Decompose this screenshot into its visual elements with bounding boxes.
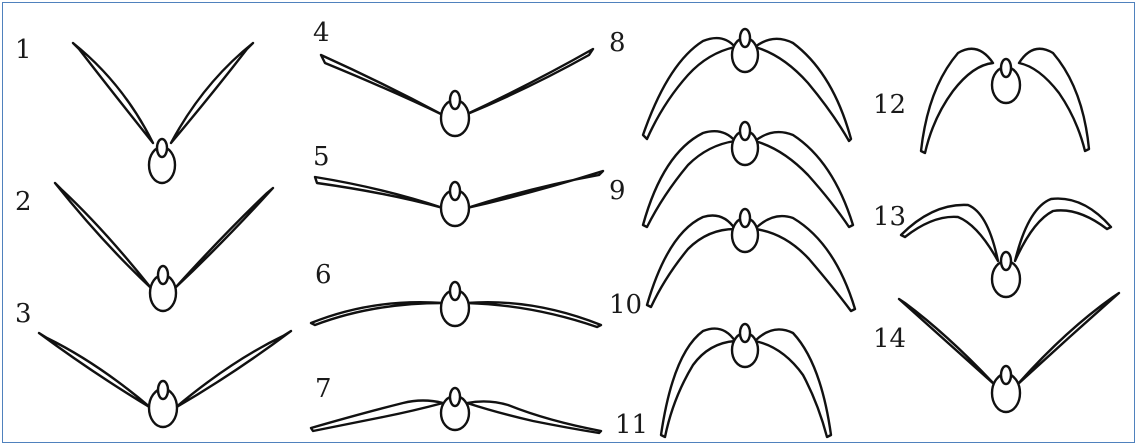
- label-9: 9: [609, 176, 626, 206]
- left-wing: [73, 43, 153, 143]
- label-7: 7: [315, 374, 332, 404]
- right-wing: [1019, 49, 1089, 151]
- left-wing: [55, 183, 151, 288]
- bird-head: [740, 29, 750, 47]
- bird-head: [450, 91, 460, 109]
- right-wing: [175, 188, 273, 288]
- label-14: 14: [873, 324, 906, 354]
- bird-head: [740, 122, 750, 140]
- silhouette-1: 1: [15, 35, 253, 183]
- right-wing: [1017, 293, 1119, 385]
- label-11: 11: [615, 410, 648, 440]
- silhouette-13: 13: [873, 199, 1111, 297]
- left-wing: [647, 216, 735, 308]
- right-wing: [467, 302, 601, 327]
- right-wing: [1015, 199, 1111, 261]
- left-wing: [921, 49, 993, 153]
- label-2: 2: [15, 187, 32, 217]
- bird-head: [1001, 252, 1011, 270]
- silhouette-12: 12: [873, 49, 1089, 153]
- bird-head: [740, 324, 750, 342]
- bird-head: [450, 182, 460, 200]
- silhouette-8: 8: [609, 28, 851, 141]
- left-wing: [321, 55, 443, 115]
- left-wing: [661, 329, 735, 437]
- label-12: 12: [873, 90, 906, 120]
- right-wing: [755, 132, 853, 227]
- silhouette-4: 4: [313, 18, 593, 136]
- left-wing: [643, 38, 735, 139]
- right-wing: [755, 39, 851, 141]
- left-wing: [315, 177, 443, 208]
- bird-head: [158, 381, 168, 399]
- label-1: 1: [15, 35, 32, 65]
- bird-head: [450, 282, 460, 300]
- bird-head: [450, 388, 460, 406]
- label-5: 5: [313, 142, 330, 172]
- bird-head: [158, 266, 168, 284]
- label-4: 4: [313, 18, 330, 48]
- right-wing: [465, 49, 593, 115]
- left-wing: [899, 299, 995, 385]
- silhouette-6: 6: [311, 260, 601, 327]
- bird-head: [740, 209, 750, 227]
- wing-shapes-diagram: 1 2 3 4 5: [3, 3, 1136, 444]
- bird-head: [157, 139, 167, 157]
- bird-head: [1001, 366, 1011, 384]
- right-wing: [467, 171, 603, 208]
- bird-head: [1001, 59, 1011, 77]
- silhouette-11: 11: [615, 324, 831, 440]
- left-wing: [311, 302, 443, 325]
- label-8: 8: [609, 28, 626, 58]
- right-wing: [755, 216, 855, 311]
- silhouette-3: 3: [15, 299, 291, 427]
- right-wing: [755, 329, 831, 437]
- label-13: 13: [873, 202, 906, 232]
- label-6: 6: [315, 260, 332, 290]
- right-wing: [175, 331, 291, 408]
- right-wing: [171, 43, 253, 143]
- left-wing: [901, 205, 998, 261]
- label-3: 3: [15, 299, 32, 329]
- silhouette-2: 2: [15, 183, 273, 311]
- left-wing: [643, 131, 735, 227]
- label-10: 10: [609, 290, 642, 320]
- right-wing: [467, 401, 601, 433]
- silhouette-7: 7: [311, 374, 601, 433]
- left-wing: [39, 333, 151, 408]
- silhouette-5: 5: [313, 142, 603, 226]
- left-wing: [311, 401, 443, 432]
- silhouette-14: 14: [873, 293, 1119, 412]
